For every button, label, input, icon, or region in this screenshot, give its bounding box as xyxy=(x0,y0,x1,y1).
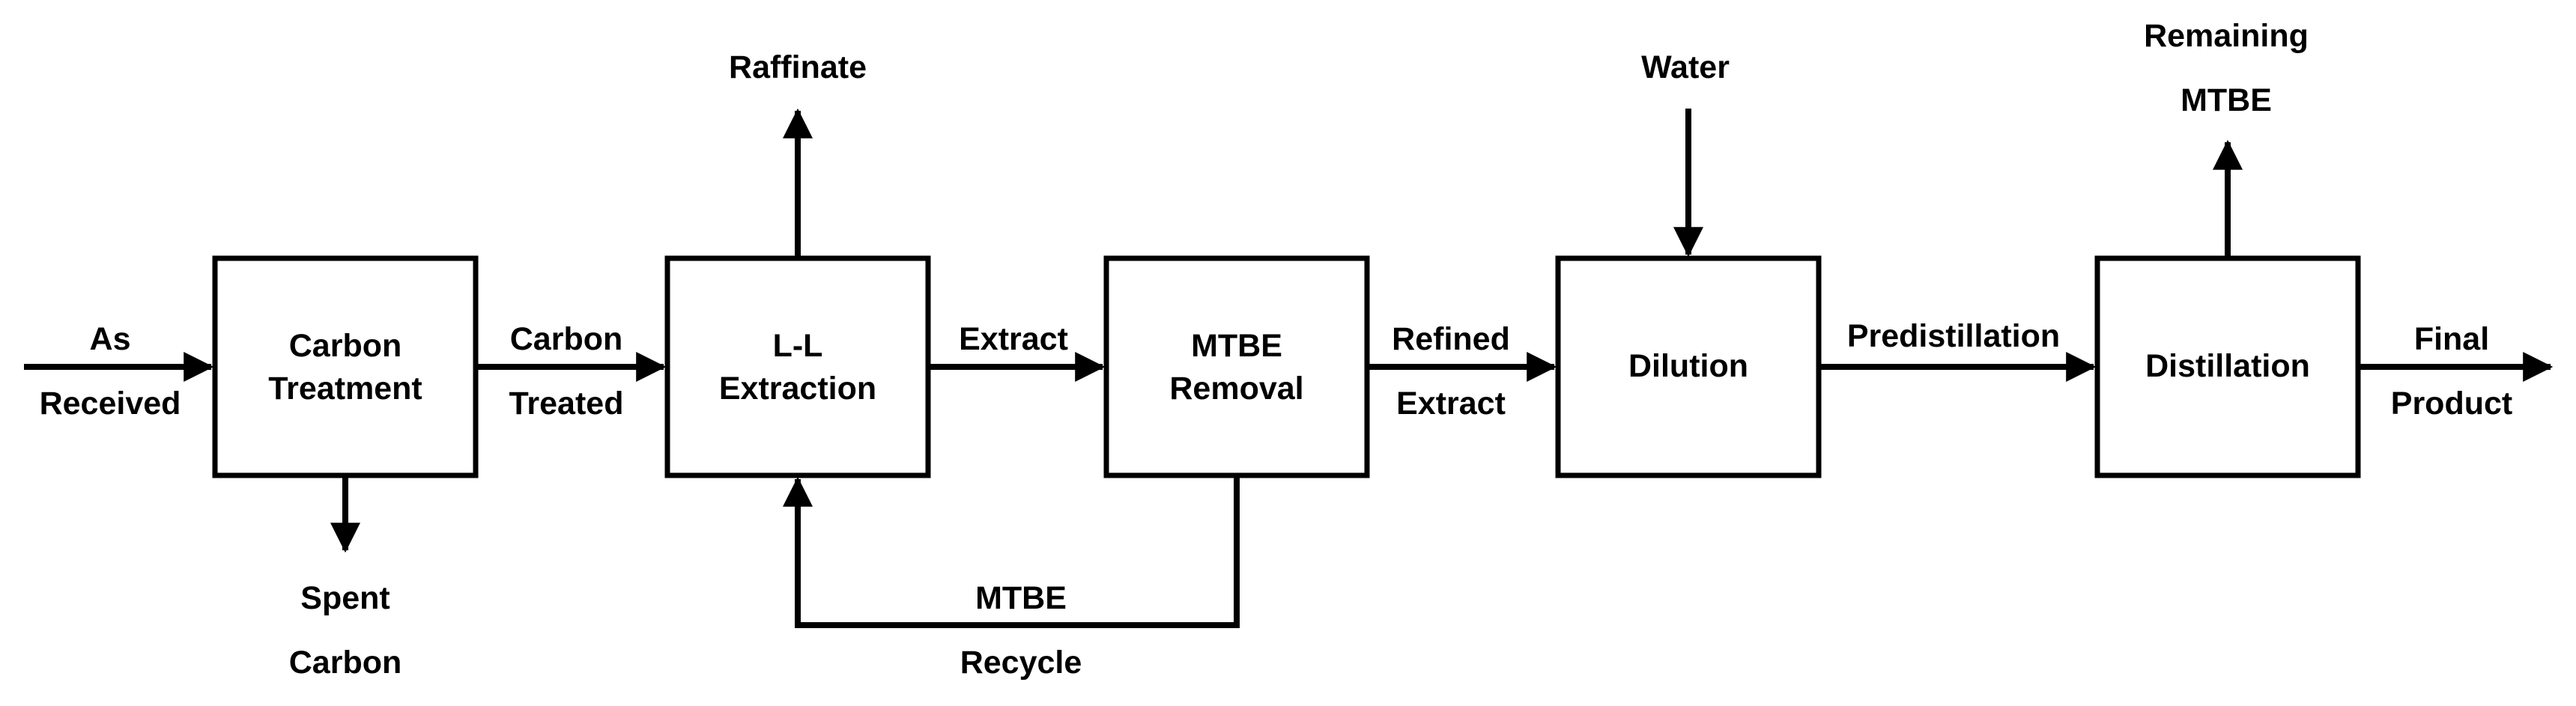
refined-extract-label-line2: Extract xyxy=(1396,386,1506,422)
raffinate-label: Raffinate xyxy=(729,49,867,85)
ll-extraction-label-line2: Extraction xyxy=(719,371,876,407)
dilution-label: Dilution xyxy=(1628,348,1748,384)
final-product-label-line1: Final xyxy=(2414,321,2489,357)
ll-extraction-label-line1: L-L xyxy=(773,328,823,364)
dilution-block xyxy=(1555,255,1822,478)
as-received-label-line2: Received xyxy=(40,386,181,422)
mtbe-recycle-label-line2: Recycle xyxy=(960,645,1082,681)
remaining-mtbe-label-line1: Remaining xyxy=(2144,18,2309,54)
predistillation-label: Predistillation xyxy=(1847,318,2060,354)
final-product-label-line2: Product xyxy=(2391,386,2512,422)
water-label: Water xyxy=(1641,49,1730,85)
mtbe-recycle-arrow xyxy=(783,475,1240,628)
distillation-label: Distillation xyxy=(2145,348,2310,384)
carbon-treatment-label-line2: Treatment xyxy=(268,371,422,407)
remaining-mtbe-label-line2: MTBE xyxy=(2180,82,2272,118)
distillation-block xyxy=(2094,255,2361,478)
ll-extraction-block xyxy=(664,255,931,478)
refined-extract-label-line1: Refined xyxy=(1392,321,1510,357)
carbon-treated-label-line2: Treated xyxy=(509,386,624,422)
carbon-treatment-label-line1: Carbon xyxy=(289,328,402,364)
carbon-treated-label-line1: Carbon xyxy=(510,321,623,357)
as-received-label-line1: As xyxy=(90,321,131,357)
extract-label: Extract xyxy=(959,321,1068,357)
carbon-treatment-block xyxy=(212,255,479,478)
mtbe-removal-block xyxy=(1103,255,1370,478)
mtbe-recycle-label-line1: MTBE xyxy=(975,580,1067,616)
mtbe-removal-label-line1: MTBE xyxy=(1191,328,1282,364)
mtbe-removal-label-line2: Removal xyxy=(1169,371,1303,407)
spent-carbon-label-line2: Carbon xyxy=(289,645,402,681)
spent-carbon-label-line1: Spent xyxy=(300,580,390,616)
